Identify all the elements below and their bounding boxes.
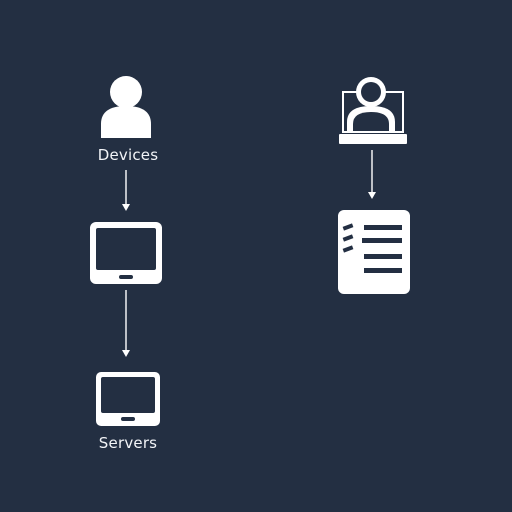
monitor-icon <box>96 372 160 426</box>
user-icon <box>101 76 151 138</box>
tablet-icon <box>90 222 162 284</box>
arrow-tablet-to-monitor <box>122 290 130 357</box>
arrow-desk-to-document <box>368 150 376 199</box>
devices-label: Devices <box>97 146 159 164</box>
servers-label: Servers <box>98 434 158 452</box>
arrow-devices-to-tablet <box>122 170 130 211</box>
user-at-desk-icon <box>339 77 407 144</box>
document-list-icon <box>338 210 410 294</box>
